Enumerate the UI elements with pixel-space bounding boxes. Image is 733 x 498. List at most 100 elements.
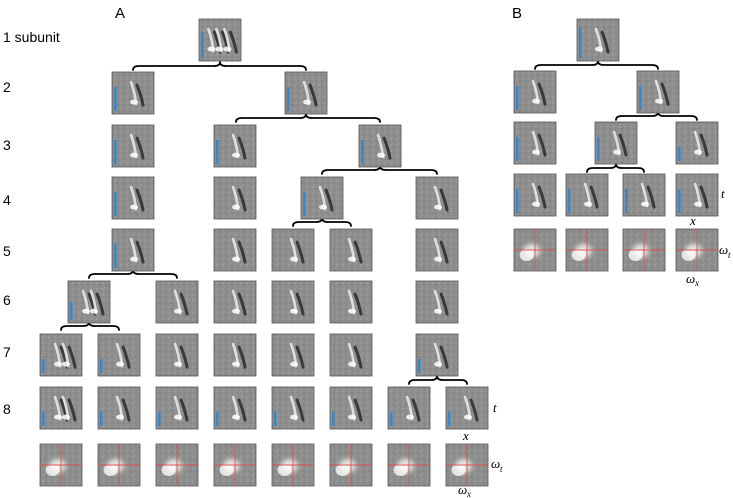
time-scale-bar [516, 137, 519, 161]
hierarchy-brace [586, 163, 645, 173]
hierarchy-brace [534, 60, 659, 70]
filter-tile [111, 176, 155, 220]
time-scale-bar [114, 87, 117, 111]
filter-tile [213, 333, 257, 377]
frequency-tile [675, 228, 719, 272]
svg-text:x: x [694, 278, 699, 288]
frequency-tile [329, 443, 373, 487]
svg-text:t: t [728, 250, 731, 260]
row-label-7: 7 [3, 344, 11, 360]
frequency-tile [39, 443, 83, 487]
filter-tile [358, 124, 402, 168]
frequency-tile [155, 443, 199, 487]
time-scale-bar [100, 412, 103, 426]
time-scale-bar [100, 359, 103, 373]
filter-tile [387, 386, 431, 430]
time-scale-bar [332, 412, 335, 426]
time-scale-bar [625, 189, 628, 213]
frequency-tile [387, 443, 431, 487]
filter-tiles [39, 18, 719, 487]
filter-tile [271, 280, 315, 324]
time-scale-bar [42, 359, 45, 373]
filter-tile [111, 71, 155, 115]
time-scale-bar [568, 189, 571, 213]
filter-tile [329, 333, 373, 377]
panel-b-axis-omega-x-label: ω x [686, 271, 699, 288]
filter-tile [111, 228, 155, 272]
filter-tile [445, 386, 489, 430]
panel-a-axis-omega-t-label: ω t [491, 456, 503, 474]
time-scale-bar [678, 147, 681, 161]
panel-a-axis-t-label: t [493, 400, 497, 415]
filter-tile [155, 386, 199, 430]
frequency-tile [622, 228, 666, 272]
time-scale-bar [361, 140, 364, 164]
filter-tile [300, 176, 344, 220]
hierarchy-brace [235, 113, 381, 123]
row-label-6: 6 [3, 292, 11, 308]
row-label-2: 2 [3, 79, 11, 95]
filter-tile [213, 124, 257, 168]
filter-tile [675, 173, 719, 217]
time-scale-bar [678, 189, 681, 213]
frequency-tile [445, 443, 489, 487]
filter-tile [513, 70, 557, 114]
filter-tile [111, 124, 155, 168]
filter-tile [622, 173, 666, 217]
time-scale-bar [114, 244, 117, 268]
row-label-8: 8 [3, 401, 11, 417]
panel-b-axis-t-label: t [721, 186, 725, 201]
row-label-3: 3 [3, 137, 11, 153]
filter-tile [594, 121, 638, 165]
frequency-tile [271, 443, 315, 487]
filter-tile [576, 18, 620, 62]
svg-text:x: x [466, 489, 471, 498]
filter-tile [97, 333, 141, 377]
filter-tile [213, 280, 257, 324]
row-label-1: 1 subunit [3, 29, 60, 45]
time-scale-bar [42, 412, 45, 426]
time-scale-bar [201, 32, 204, 58]
filter-tile [415, 333, 459, 377]
svg-text:t: t [500, 464, 503, 474]
panel-b-axis-x-label: x [689, 213, 696, 228]
hierarchy-brace [132, 61, 307, 71]
filter-tile [39, 333, 83, 377]
time-scale-bar [303, 192, 306, 216]
time-scale-bar [216, 140, 219, 164]
svg-text:ω: ω [686, 271, 695, 286]
time-scale-bar [114, 192, 117, 216]
time-scale-bar [639, 86, 642, 110]
filter-tile [329, 280, 373, 324]
svg-text:ω: ω [719, 242, 728, 257]
filter-tile [198, 18, 242, 62]
filter-tile [271, 333, 315, 377]
time-scale-bar [216, 412, 219, 426]
filter-tile [271, 228, 315, 272]
filter-tile [513, 173, 557, 217]
time-scale-bar [448, 412, 451, 426]
filter-tile [415, 280, 459, 324]
svg-text:ω: ω [458, 482, 467, 497]
filter-tile [155, 333, 199, 377]
filter-tile [97, 386, 141, 430]
filter-tile [39, 386, 83, 430]
filter-tile [415, 176, 459, 220]
row-labels: 1 subunit 2 3 4 5 6 7 8 [3, 29, 60, 417]
panel-a-letter: A [115, 5, 125, 22]
filter-tile [329, 386, 373, 430]
time-scale-bar [418, 359, 421, 373]
row-label-5: 5 [3, 243, 11, 259]
filter-tile [284, 71, 328, 115]
filter-tile [213, 176, 257, 220]
frequency-tile [97, 443, 141, 487]
filter-tile [329, 228, 373, 272]
panel-b-letter: B [512, 5, 522, 22]
hierarchy-brace [408, 375, 468, 385]
time-scale-bar [287, 87, 290, 111]
time-scale-bar [114, 140, 117, 164]
frequency-tile [513, 228, 557, 272]
filter-tile [213, 228, 257, 272]
row-label-4: 4 [3, 192, 11, 208]
